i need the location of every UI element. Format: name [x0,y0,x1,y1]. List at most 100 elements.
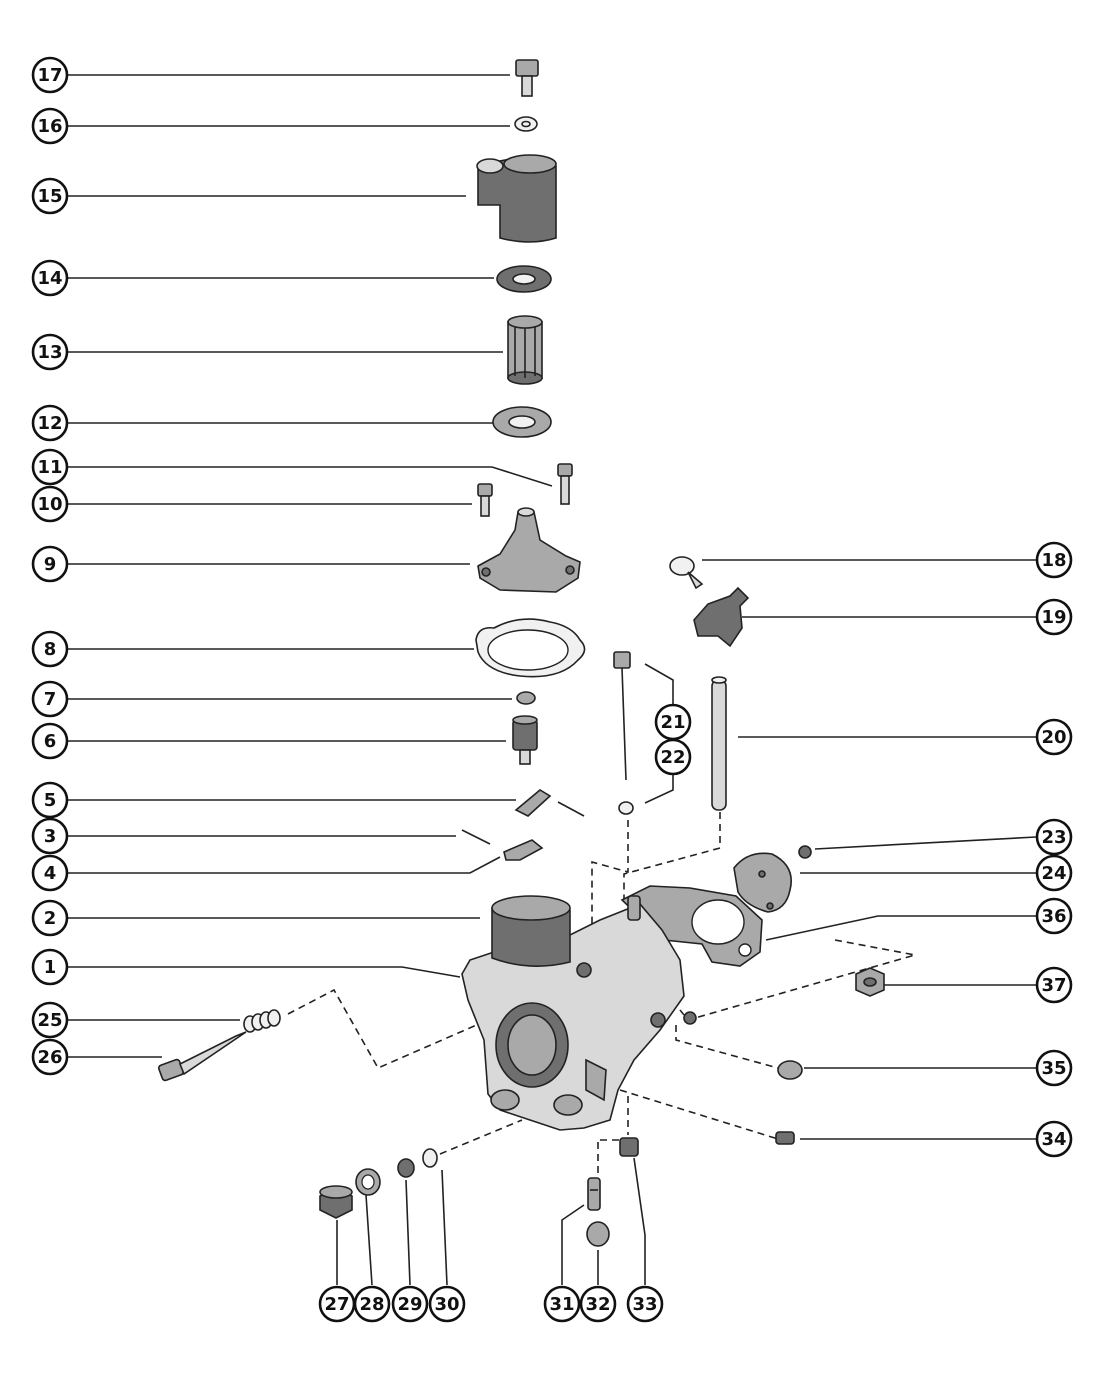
callout-35: 35 [1035,1049,1073,1087]
callout-label: 18 [1041,550,1066,571]
callout-19: 19 [1035,598,1073,636]
callout-12: 12 [31,404,69,442]
callout-36: 36 [1035,897,1073,935]
callout-label: 37 [1041,975,1066,996]
part-10-screw [477,483,493,517]
part-1-carburetor-body [461,895,697,1131]
callout-32: 32 [579,1285,617,1323]
callout-label: 14 [37,268,62,289]
part-33-jet [619,1137,639,1157]
callout-label: 9 [44,554,57,575]
callout-label: 32 [585,1294,610,1315]
callout-15: 15 [31,177,69,215]
callout-label: 30 [434,1294,459,1315]
assembly-lines [287,812,916,1175]
callout-label: 6 [44,731,57,752]
callout-label: 22 [660,747,685,768]
callout-label: 3 [44,826,57,847]
part-23-nut [798,845,812,859]
part-26-mixture-needle [157,1031,247,1082]
callout-31: 31 [543,1285,581,1323]
callout-label: 2 [44,908,57,929]
callout-label: 5 [44,790,57,811]
callout-21: 21 [654,703,692,741]
part-24-throttle-plate [733,852,792,913]
part-8-gasket [475,618,586,678]
part-29-jet [397,1158,415,1178]
callout-label: 23 [1041,827,1066,848]
part-3-pin [461,829,491,845]
part-17-bolt [515,59,539,97]
callout-4: 4 [31,854,69,892]
callout-10: 10 [31,485,69,523]
callout-label: 34 [1041,1129,1066,1150]
part-2-venturi [491,895,571,921]
part-34-jet [775,1131,795,1145]
callout-label: 15 [37,186,62,207]
callout-label: 1 [44,957,57,978]
parts [157,59,885,1247]
callout-bubbles: 17 16 15 14 13 12 11 10 9 8 7 6 5 3 4 2 … [31,56,1073,1323]
callout-label: 12 [37,413,62,434]
callout-30: 30 [428,1285,466,1323]
callout-20: 20 [1035,718,1073,756]
callout-3: 3 [31,817,69,855]
callout-37: 37 [1035,966,1073,1004]
callout-label: 16 [37,116,62,137]
callout-34: 34 [1035,1120,1073,1158]
callout-23: 23 [1035,818,1073,856]
callout-label: 21 [660,712,685,733]
part-7-washer [516,691,536,705]
callout-6: 6 [31,722,69,760]
callout-24: 24 [1035,854,1073,892]
callout-5: 5 [31,781,69,819]
callout-9: 9 [31,545,69,583]
part-4-lever [503,839,544,861]
callout-1: 1 [31,948,69,986]
callout-25: 25 [31,1001,69,1039]
callout-11: 11 [31,448,69,486]
part-19-bracket [693,586,750,648]
callout-28: 28 [353,1285,391,1323]
callout-8: 8 [31,630,69,668]
callout-7: 7 [31,680,69,718]
callout-17: 17 [31,56,69,94]
callout-16: 16 [31,107,69,145]
callout-label: 8 [44,639,57,660]
callout-33: 33 [626,1285,664,1323]
callout-13: 13 [31,333,69,371]
callout-label: 35 [1041,1058,1066,1079]
callout-label: 24 [1041,863,1066,884]
part-32-plug [586,1221,610,1247]
part-22-o-ring [618,801,634,815]
part-6-needle-seat [512,715,538,765]
callout-29: 29 [391,1285,429,1323]
callout-label: 7 [44,689,57,710]
callout-22: 22 [654,738,692,776]
callout-18: 18 [1035,541,1073,579]
callout-label: 20 [1041,727,1066,748]
callout-label: 17 [37,65,62,86]
callout-label: 31 [549,1294,574,1315]
part-27-drain-plug [319,1185,353,1219]
callout-label: 10 [37,494,62,515]
callout-label: 26 [37,1047,62,1068]
callout-label: 36 [1041,906,1066,927]
part-25-spring [243,1009,281,1033]
part-15-fuel-bowl-cover [476,154,557,243]
part-11-screw [557,463,573,505]
part-5-float-arm [514,789,585,817]
callout-label: 28 [359,1294,384,1315]
callout-26: 26 [31,1038,69,1076]
callout-14: 14 [31,259,69,297]
part-13-filter-screen [507,315,543,385]
callout-27: 27 [318,1285,356,1323]
leader-lines [68,74,1037,1286]
callout-label: 29 [397,1294,422,1315]
part-37-nut [855,967,885,997]
callout-label: 25 [37,1010,62,1031]
callout-2: 2 [31,899,69,937]
part-35-plug [777,1060,803,1080]
part-21-needle [613,651,631,781]
